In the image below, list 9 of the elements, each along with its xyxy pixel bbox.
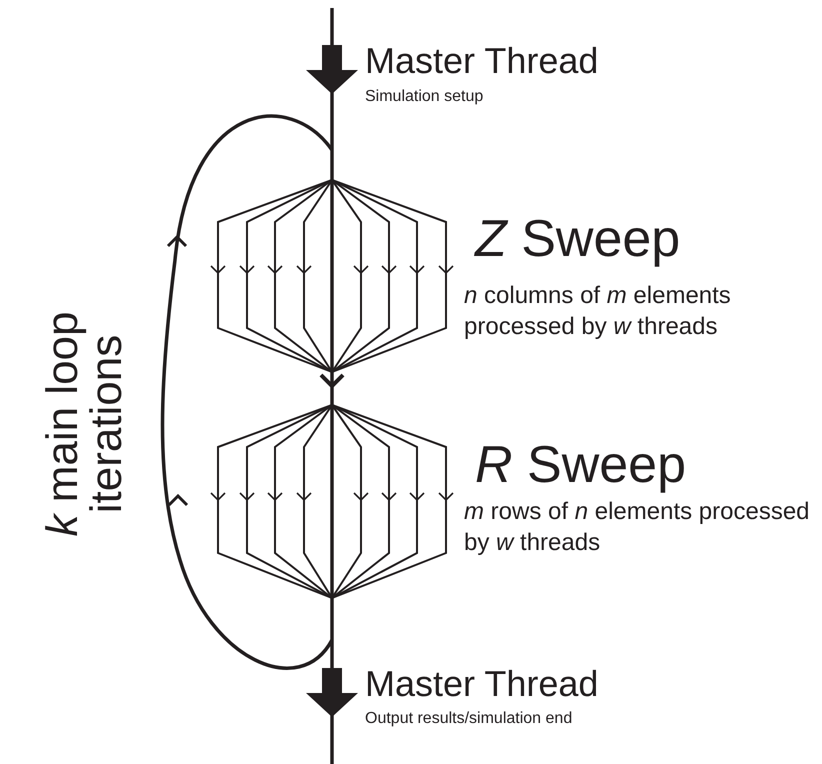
description: Simulation setup <box>365 88 484 106</box>
loop-label: k main loop iterations <box>41 310 129 539</box>
sweep-heading: R Sweep <box>475 436 686 496</box>
description: m rows of n elements processed by w threads <box>464 497 811 558</box>
description: n columns of m elements processed by w threads <box>464 281 732 342</box>
heading: Master Thread <box>365 40 598 82</box>
description: Output results/simulation end <box>365 710 572 728</box>
sweep-heading: Z Sweep <box>475 210 680 270</box>
heading: Master Thread <box>365 663 598 704</box>
